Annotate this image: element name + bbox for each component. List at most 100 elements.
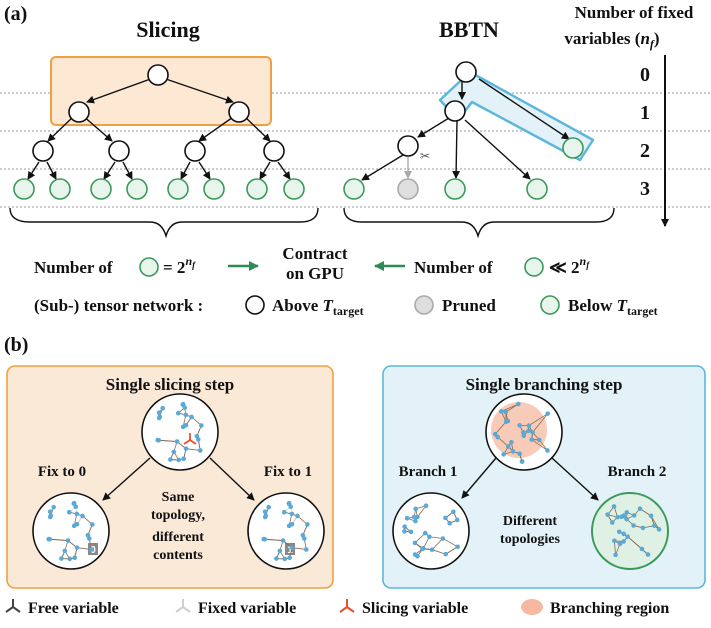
network-node	[176, 457, 182, 463]
network-edge	[627, 536, 649, 555]
network-node	[168, 457, 173, 462]
bbtn-tree-below-nodes	[343, 178, 548, 200]
slicing-mid-text: Same topology, different contents	[151, 490, 205, 563]
network-node	[427, 534, 432, 540]
network-node	[303, 547, 309, 552]
network-node	[411, 514, 417, 520]
network-node	[645, 552, 651, 557]
network-node	[171, 449, 177, 455]
network-edge	[445, 546, 458, 555]
network-graph	[402, 503, 460, 559]
network-node	[615, 514, 620, 520]
right-count-node-icon	[524, 257, 544, 277]
network-node	[422, 530, 428, 536]
network-node	[415, 514, 420, 520]
network-edge	[185, 448, 201, 451]
network-node	[509, 439, 514, 445]
bbtn-brace	[343, 207, 615, 239]
bbtn-title: BBTN	[439, 17, 499, 42]
network-edge	[497, 436, 509, 447]
branch2-network	[591, 492, 669, 570]
network-node	[289, 545, 295, 550]
network-node	[421, 546, 426, 551]
network-node	[624, 516, 629, 522]
legend-above: Above Ttarget	[272, 296, 364, 318]
network-node	[183, 446, 189, 451]
network-node	[526, 428, 531, 434]
network-node	[74, 521, 80, 527]
legend-branching-region: Branching region	[550, 600, 669, 617]
network-node	[286, 500, 292, 506]
slicing-step-title: Single slicing step	[106, 375, 234, 394]
network-edge	[650, 515, 660, 530]
network-node	[263, 513, 269, 518]
network-node	[516, 401, 521, 407]
network-edge	[264, 538, 284, 541]
value-1: 1	[287, 545, 293, 556]
network-node	[510, 449, 516, 454]
fix0-arrow	[102, 457, 151, 501]
right-count-formula: ≪ 2nf	[549, 254, 590, 277]
network-node	[66, 509, 72, 515]
network-edge	[531, 439, 548, 451]
contract-line2: on GPU	[286, 264, 344, 283]
network-edge	[613, 540, 616, 555]
network-node	[621, 539, 626, 544]
left-count-formula: = 2nf	[163, 254, 196, 277]
network-graph	[492, 401, 551, 464]
svg-text:3: 3	[640, 178, 650, 200]
network-node	[530, 430, 535, 435]
slicing-variable-icon	[339, 599, 355, 613]
network-node	[72, 555, 77, 561]
network-node	[174, 439, 180, 444]
slicing-tree-below-nodes	[13, 178, 305, 200]
network-graph	[605, 504, 662, 558]
network-node	[415, 553, 420, 559]
legend-below: Below Ttarget	[568, 296, 658, 318]
network-node	[526, 423, 532, 428]
network-node	[183, 412, 189, 418]
network-edge	[76, 547, 92, 550]
panel-b-label: (b)	[4, 334, 28, 356]
network-node	[262, 536, 268, 542]
network-node	[631, 513, 637, 518]
fixed-variable-icon	[175, 599, 191, 613]
legend-pruned: Pruned	[442, 296, 496, 315]
network-node	[545, 448, 550, 453]
network-node	[199, 423, 204, 428]
network-node	[536, 437, 542, 443]
svg-text:Same: Same	[162, 490, 195, 505]
network-node	[277, 548, 283, 554]
legend-pruned-icon	[414, 295, 434, 315]
network-node	[90, 522, 95, 527]
network-edge	[291, 547, 307, 550]
network-node	[289, 521, 295, 527]
network-node	[62, 548, 68, 554]
network-node	[48, 513, 54, 518]
svg-text:topology,: topology,	[151, 508, 205, 523]
network-node	[621, 531, 626, 537]
svg-text:0: 0	[640, 64, 650, 86]
network-node	[616, 529, 622, 535]
network-node	[519, 459, 525, 464]
branching-mid-text: Different topologies	[500, 514, 560, 547]
branching-step-title: Single branching step	[466, 375, 623, 394]
fix1-arrow	[209, 457, 255, 501]
network-node	[499, 409, 504, 414]
network-node	[505, 418, 511, 424]
svg-text:Different: Different	[503, 514, 557, 529]
svg-text:different: different	[152, 530, 204, 545]
network-edge	[49, 538, 69, 541]
network-node	[443, 515, 448, 521]
branch1-network	[392, 492, 470, 570]
network-node	[59, 556, 64, 561]
slicing-title: Slicing	[136, 17, 200, 42]
network-node	[545, 411, 551, 416]
network-node	[521, 433, 527, 439]
slicing-brace	[9, 207, 319, 239]
nf-title-line2: variables (nf)	[564, 29, 659, 51]
free-variable-icon	[5, 599, 21, 613]
network-node	[520, 430, 526, 435]
network-node	[443, 551, 448, 557]
